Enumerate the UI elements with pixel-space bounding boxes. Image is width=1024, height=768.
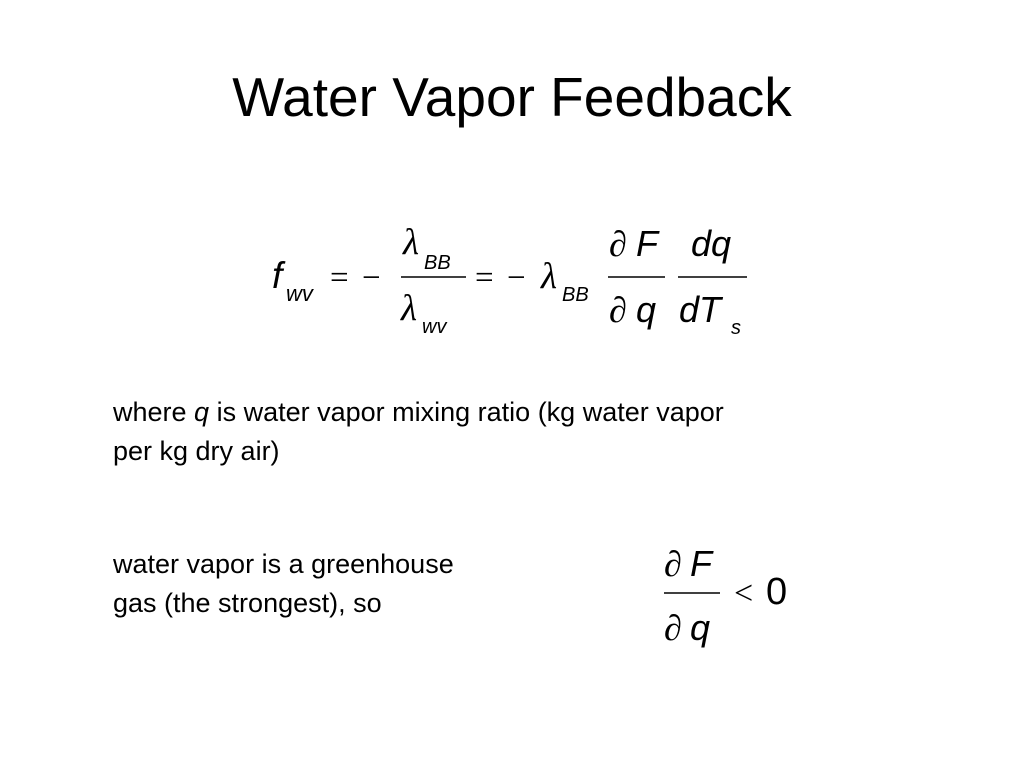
ineq-num-partial: ∂ bbox=[664, 544, 682, 584]
eq-equals-1: = bbox=[330, 260, 349, 296]
definition-variable: q bbox=[194, 397, 210, 427]
ineq-den-q: q bbox=[690, 607, 710, 648]
eq-frac1-den-lambda: λ bbox=[400, 288, 417, 329]
eq-frac2-den-partial: ∂ bbox=[609, 290, 627, 330]
greenhouse-line-1: water vapor is a greenhouse bbox=[113, 549, 454, 579]
definition-line-2: per kg dry air) bbox=[113, 436, 280, 466]
eq-frac1-num-subscript: BB bbox=[424, 252, 451, 274]
greenhouse-line-2: gas (the strongest), so bbox=[113, 588, 382, 618]
eq-equals-2: = bbox=[475, 260, 494, 296]
ineq-less-than: < bbox=[734, 575, 753, 612]
eq-minus-2: − bbox=[507, 260, 526, 296]
slide-title: Water Vapor Feedback bbox=[232, 66, 792, 128]
eq-frac3-num: dq bbox=[691, 223, 731, 264]
eq-frac1-den-subscript: wv bbox=[422, 316, 447, 338]
eq-lhs-subscript: wv bbox=[286, 281, 315, 306]
greenhouse-paragraph: water vapor is a greenhouse gas (the str… bbox=[113, 545, 563, 623]
feedback-equation: f wv = − λ BB λ wv = − λ BB ∂ F ∂ q dq d… bbox=[272, 222, 747, 339]
eq-frac2-den-q: q bbox=[636, 289, 656, 330]
eq-frac3-den-subscript: s bbox=[731, 317, 741, 339]
eq-lambda-bb-subscript: BB bbox=[562, 284, 589, 306]
ineq-zero: 0 bbox=[766, 571, 787, 613]
eq-frac3-den: dT bbox=[679, 289, 724, 330]
eq-frac1-num-lambda: λ bbox=[402, 222, 419, 263]
definition-line-1: where q is water vapor mixing ratio (kg … bbox=[113, 393, 903, 432]
definition-prefix: where bbox=[113, 397, 195, 427]
eq-lhs-symbol: f bbox=[272, 255, 286, 296]
eq-minus-1: − bbox=[362, 260, 381, 296]
inequality-equation: ∂ F ∂ q < 0 bbox=[664, 543, 787, 648]
eq-lambda-bb: λ bbox=[540, 256, 557, 297]
definition-line-1-rest: is water vapor mixing ratio (kg water va… bbox=[209, 397, 724, 427]
eq-frac2-num-partial: ∂ bbox=[609, 224, 627, 264]
definition-paragraph: where q is water vapor mixing ratio (kg … bbox=[113, 393, 903, 471]
ineq-num-F: F bbox=[690, 543, 714, 584]
eq-frac2-num-F: F bbox=[636, 223, 660, 264]
ineq-den-partial: ∂ bbox=[664, 608, 682, 648]
